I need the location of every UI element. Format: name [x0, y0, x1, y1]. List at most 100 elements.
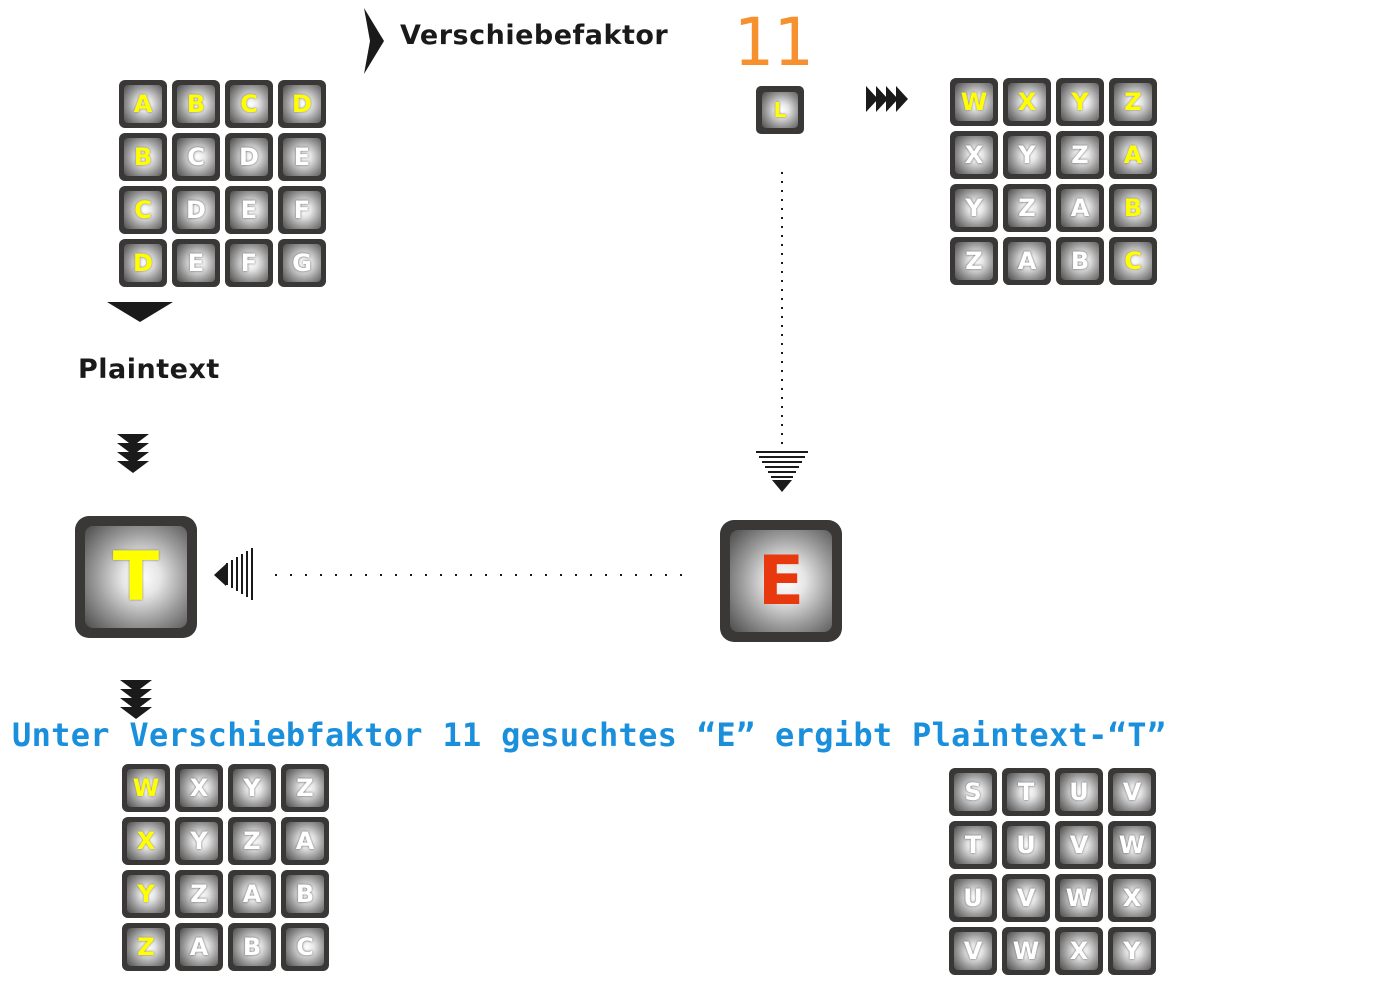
letter-key: A — [228, 870, 276, 918]
letter-key: F — [225, 239, 273, 287]
letter-key-label: E — [230, 191, 268, 229]
letter-key: W — [122, 764, 170, 812]
result-caption: Unter Verschiebfaktor 11 gesuchtes “E” e… — [12, 716, 1167, 754]
letter-key: E — [278, 133, 326, 181]
letter-key: F — [278, 186, 326, 234]
letter-key-label: D — [177, 191, 215, 229]
letter-key-label: Y — [1113, 932, 1151, 970]
down-arrow-icon — [107, 302, 173, 322]
letter-key: B — [1056, 237, 1104, 285]
letter-key: T — [949, 821, 997, 869]
letter-key: C — [225, 80, 273, 128]
letter-key-label: Z — [955, 242, 993, 280]
letter-key: V — [949, 927, 997, 975]
letter-key: A — [119, 80, 167, 128]
letter-key-label: X — [1060, 932, 1098, 970]
letter-key-label: A — [286, 822, 324, 860]
letter-key-label: B — [233, 928, 271, 966]
letter-key-label: Y — [955, 189, 993, 227]
letter-key-label: X — [180, 769, 218, 807]
shift-factor-value: 11 — [733, 4, 813, 81]
striped-arrow-left-icon — [214, 548, 253, 600]
letter-key-label: V — [1113, 773, 1151, 811]
letter-key: Y — [1056, 78, 1104, 126]
letter-key: D — [172, 186, 220, 234]
letter-key: W — [950, 78, 998, 126]
letter-key: T — [1002, 768, 1050, 816]
letter-key: X — [175, 764, 223, 812]
letter-key-label: X — [1113, 879, 1151, 917]
letter-key-label: A — [1008, 242, 1046, 280]
letter-key: V — [1002, 874, 1050, 922]
letter-key: X — [1055, 927, 1103, 975]
letter-key-label: B — [177, 85, 215, 123]
letter-key: Y — [1003, 131, 1051, 179]
letter-key: X — [1108, 874, 1156, 922]
letter-key-label: Y — [1061, 83, 1099, 121]
letter-key-label: U — [1060, 773, 1098, 811]
letter-key-label: C — [230, 85, 268, 123]
letter-key-label: A — [1061, 189, 1099, 227]
letter-key-label: C — [177, 138, 215, 176]
letter-key-label: W — [1060, 879, 1098, 917]
letter-key: C — [281, 923, 329, 971]
letter-key: A — [281, 817, 329, 865]
letter-key: Z — [1056, 131, 1104, 179]
letter-key: Z — [1003, 184, 1051, 232]
letter-key-label: V — [1007, 879, 1045, 917]
letter-key: X — [1003, 78, 1051, 126]
letter-key: Z — [950, 237, 998, 285]
letter-key-label: C — [286, 928, 324, 966]
letter-key-label: C — [1114, 242, 1152, 280]
letter-key-label: V — [954, 932, 992, 970]
letter-key: B — [119, 133, 167, 181]
letter-key-label: Z — [1061, 136, 1099, 174]
letter-key-label: U — [1007, 826, 1045, 864]
ciphertext-letter-key: E — [720, 520, 842, 642]
letter-key: Z — [122, 923, 170, 971]
letter-key: A — [175, 923, 223, 971]
letter-key-label: A — [233, 875, 271, 913]
letter-key-label: Z — [127, 928, 165, 966]
letter-key-label: X — [955, 136, 993, 174]
letter-key: C — [119, 186, 167, 234]
letter-key-label: B — [1061, 242, 1099, 280]
letter-key-label: C — [124, 191, 162, 229]
letter-key: X — [122, 817, 170, 865]
letter-key-label: D — [283, 85, 321, 123]
letter-key-label: D — [124, 244, 162, 282]
letter-key: D — [225, 133, 273, 181]
letter-key-label: V — [1060, 826, 1098, 864]
plaintext-label: Plaintext — [78, 354, 220, 385]
letter-key-label: W — [127, 769, 165, 807]
letter-key-label: B — [124, 138, 162, 176]
letter-key: Z — [175, 870, 223, 918]
letter-key-label: Y — [1008, 136, 1046, 174]
letter-key-label: Z — [1008, 189, 1046, 227]
letter-key: A — [1056, 184, 1104, 232]
letter-key-label: U — [954, 879, 992, 917]
letter-key: B — [228, 923, 276, 971]
triple-chevron-right-icon — [866, 86, 908, 112]
letter-key: D — [119, 239, 167, 287]
letter-key-label: B — [1114, 189, 1152, 227]
letter-key-label: A — [180, 928, 218, 966]
letter-key: E — [225, 186, 273, 234]
letter-key: B — [1109, 184, 1157, 232]
letter-key-label: S — [954, 773, 992, 811]
letter-key-label: Z — [286, 769, 324, 807]
letter-key-label: E — [283, 138, 321, 176]
letter-key-label: A — [1114, 136, 1152, 174]
letter-key: X — [950, 131, 998, 179]
letter-key-label: W — [955, 83, 993, 121]
letter-key: B — [281, 870, 329, 918]
letter-key-label: W — [1007, 932, 1045, 970]
letter-key: Y — [950, 184, 998, 232]
letter-key-label: T — [954, 826, 992, 864]
shift-factor-label: Verschiebefaktor — [400, 20, 669, 51]
letter-key-label: Z — [233, 822, 271, 860]
